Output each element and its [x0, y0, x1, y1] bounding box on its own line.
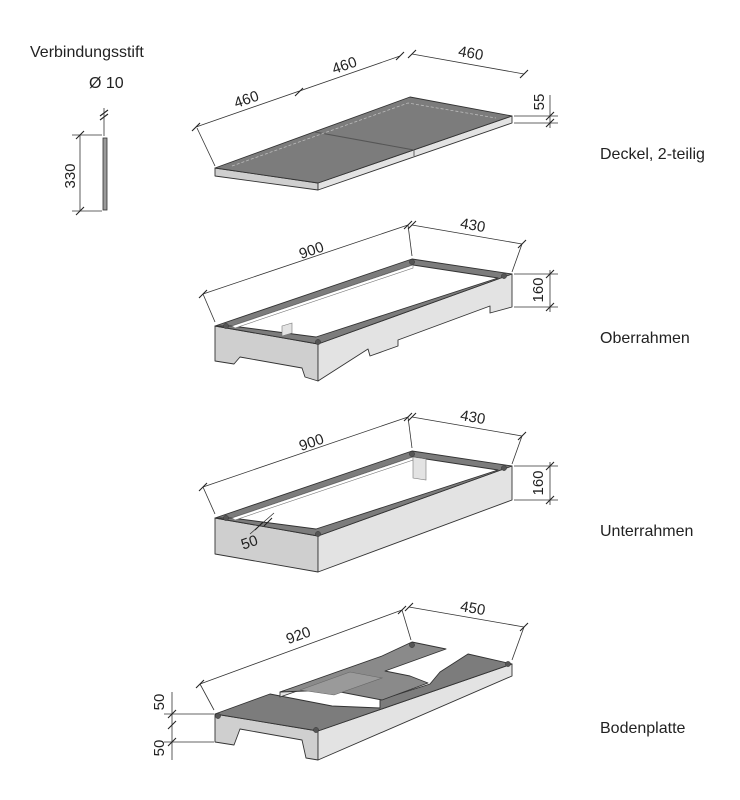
lower-length-dimension-line	[202, 416, 409, 488]
pin-hole	[223, 323, 229, 329]
lower-tick	[263, 517, 273, 527]
lower-tick	[517, 431, 527, 441]
upper-tick	[545, 302, 555, 312]
base-extension	[511, 626, 525, 661]
base-plate-label: Bodenplatte	[600, 720, 686, 737]
pin-length-tick	[75, 130, 85, 140]
lid-label: Deckel, 2-teilig	[600, 146, 705, 163]
upper-tick	[403, 220, 413, 230]
pin-hole	[315, 339, 321, 345]
lid-length-dimension-line	[195, 55, 401, 128]
base-tick	[167, 737, 177, 747]
lid-tick	[294, 87, 304, 97]
lid-tick	[545, 118, 555, 128]
pin-title: Verbindungsstift	[30, 44, 144, 61]
lid-thickness-label: 55	[531, 94, 548, 111]
lid-tick	[407, 49, 417, 59]
lower-extension	[202, 486, 216, 515]
base-tick	[519, 622, 529, 632]
upper-frame-label: Oberrahmen	[600, 330, 690, 347]
upper-tick	[407, 220, 417, 230]
upper-width-label: 430	[459, 215, 487, 236]
lid-split-line	[314, 131, 415, 151]
lower-tick	[545, 461, 555, 471]
pin-diameter-label: Ø 10	[89, 75, 124, 92]
pin-length-tick	[75, 206, 85, 216]
lid-length-a-label: 460	[232, 88, 261, 112]
lid-hidden-edge	[231, 102, 497, 167]
base-step-a-label: 50	[151, 694, 168, 711]
lid-extension	[196, 127, 216, 167]
base-extension	[401, 609, 412, 641]
upper-tick	[545, 269, 555, 279]
pin-hole	[501, 273, 507, 279]
pin-hole	[409, 451, 415, 457]
upper-frame-side-face	[317, 273, 513, 382]
pin-hole	[215, 713, 221, 719]
upper-extension	[407, 224, 413, 257]
lower-tick	[545, 495, 555, 505]
base-tick	[167, 720, 177, 730]
upper-frame: 900 430 160	[198, 215, 558, 382]
lower-width-dimension-line	[411, 416, 523, 437]
upper-extension	[511, 243, 523, 273]
pin-hole	[505, 661, 511, 667]
base-plate: 920 450 50 50	[151, 598, 529, 761]
lid-tick	[395, 51, 405, 61]
pin-hole	[501, 465, 507, 471]
pin-body	[102, 137, 108, 211]
base-step-b-label: 50	[151, 740, 168, 757]
pin-length-label: 330	[62, 163, 79, 188]
lid-width-label: 460	[457, 43, 485, 64]
pin-hole	[409, 642, 415, 648]
base-tick	[397, 605, 407, 615]
pin-hole	[409, 259, 415, 265]
upper-width-dimension-line	[411, 224, 523, 245]
lid-top-face	[214, 96, 513, 184]
lid-tick	[191, 122, 201, 132]
lower-extension	[407, 416, 413, 449]
base-width-label: 450	[459, 598, 487, 619]
upper-length-label: 900	[297, 239, 326, 263]
lower-extension	[511, 435, 523, 465]
pin-hole	[313, 727, 319, 733]
pin-hole	[223, 515, 229, 521]
upper-height-label: 160	[530, 277, 547, 302]
lid-tick	[545, 111, 555, 121]
base-length-dimension-line	[199, 609, 403, 685]
base-extension	[199, 683, 215, 711]
lower-width-label: 430	[459, 407, 487, 428]
lid-length-b-label: 460	[330, 54, 359, 78]
base-tick	[404, 602, 414, 612]
lower-frame-notch	[412, 456, 427, 481]
base-tick	[195, 679, 205, 689]
upper-tick	[198, 289, 208, 299]
lid-tick	[519, 69, 529, 79]
base-lower-top	[214, 653, 513, 732]
lower-frame-label: Unterrahmen	[600, 523, 694, 540]
lower-tick	[407, 412, 417, 422]
base-recess	[299, 671, 384, 696]
connecting-pin: 330	[62, 108, 109, 216]
lid-width-dimension-line	[411, 53, 525, 75]
lid-assembly: 460 460 460 55	[191, 43, 558, 191]
lower-length-label: 900	[297, 431, 326, 455]
lower-height-label: 160	[530, 470, 547, 495]
lower-tick	[403, 412, 413, 422]
lower-wall-label: 50	[239, 532, 260, 554]
base-tick	[167, 709, 177, 719]
pin-hole	[315, 531, 321, 537]
upper-tick	[517, 239, 527, 249]
upper-length-dimension-line	[202, 224, 409, 295]
upper-frame-inner-wall	[231, 264, 414, 329]
lower-tick	[198, 482, 208, 492]
base-width-dimension-line	[408, 606, 525, 628]
upper-frame-notch	[281, 322, 293, 337]
lower-frame: 900 430 160 50	[198, 407, 558, 573]
upper-extension	[202, 293, 216, 323]
lower-tick	[254, 521, 264, 531]
